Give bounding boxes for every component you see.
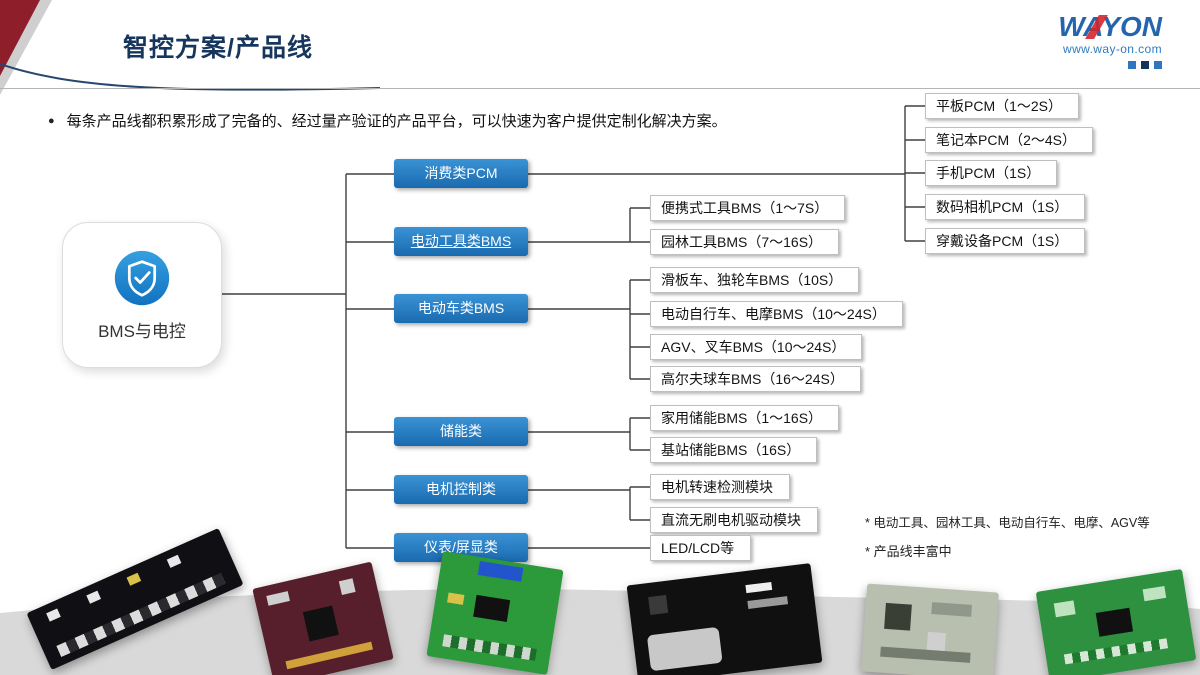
leaf-phone-pcm: 手机PCM（1S） xyxy=(925,160,1058,186)
leaf-garden-tool-bms: 园林工具BMS（7～16S） xyxy=(650,229,840,255)
btn-ev-bms: 电动车类BMS xyxy=(394,294,528,323)
pcb-component xyxy=(884,602,912,631)
pcb-component xyxy=(747,596,789,609)
pcb-component xyxy=(302,605,339,642)
leaf-ebike-bms: 电动自行车、电摩BMS（10～24S） xyxy=(650,301,903,327)
pcb-connector xyxy=(1063,638,1169,665)
leaf-led-lcd: LED/LCD等 xyxy=(650,535,752,561)
pcb-component xyxy=(338,578,356,595)
pcb-component xyxy=(126,572,142,586)
intro-line: ● 每条产品线都积累形成了完备的、经过量产验证的产品平台，可以快速为客户提供定制化… xyxy=(48,110,727,131)
logo-squares xyxy=(1058,61,1162,69)
pcb-component xyxy=(926,631,946,652)
pcb-connector xyxy=(477,561,524,582)
pcb-board-3 xyxy=(426,551,564,675)
btn-consumer-pcm: 消费类PCM xyxy=(394,159,528,188)
leaf-scooter-bms: 滑板车、独轮车BMS（10S） xyxy=(650,267,860,293)
root-node-bms: BMS与电控 xyxy=(62,222,222,368)
root-node-label: BMS与电控 xyxy=(98,321,186,341)
leaf-camera-pcm: 数码相机PCM（1S） xyxy=(925,194,1086,220)
pcb-board-5 xyxy=(861,583,999,675)
footnote-expanding: * 产品线丰富中 xyxy=(865,544,952,559)
square-icon xyxy=(1141,61,1149,69)
pcb-board-4 xyxy=(626,563,823,675)
pcb-component xyxy=(745,581,773,594)
pcb-component xyxy=(266,591,290,606)
pcb-component xyxy=(473,594,511,622)
btn-motor-control: 电机控制类 xyxy=(394,475,528,504)
pcb-component xyxy=(646,626,723,672)
pcb-connector xyxy=(442,634,537,661)
pcb-component xyxy=(447,592,465,605)
shield-check-icon xyxy=(114,250,170,305)
square-icon xyxy=(1154,61,1162,69)
leaf-motor-speed-module: 电机转速检测模块 xyxy=(650,474,790,500)
leaf-portable-tool-bms: 便携式工具BMS（1～7S） xyxy=(650,195,846,221)
square-icon xyxy=(1128,61,1136,69)
pcb-component xyxy=(86,590,101,604)
logo-website: www.way-on.com xyxy=(1063,42,1162,56)
leaf-wearable-pcm: 穿戴设备PCM（1S） xyxy=(925,228,1086,254)
logo-text: WAYON xyxy=(1058,11,1162,42)
pcb-component xyxy=(46,608,61,622)
leaf-tablet-pcm: 平板PCM（1～2S） xyxy=(925,93,1080,119)
pcb-connector xyxy=(880,646,971,663)
leaf-basestation-storage-bms: 基站储能BMS（16S） xyxy=(650,437,818,463)
btn-energy-storage: 储能类 xyxy=(394,417,528,446)
leaf-golfcart-bms: 高尔夫球车BMS（16～24S） xyxy=(650,366,861,392)
pcb-component xyxy=(166,554,182,568)
pcb-component xyxy=(1095,607,1134,637)
logo-block: WAYON www.way-on.com xyxy=(1058,12,1162,69)
leaf-bldc-driver-module: 直流无刷电机驱动模块 xyxy=(650,507,818,533)
intro-text: 每条产品线都积累形成了完备的、经过量产验证的产品平台，可以快速为客户提供定制化解… xyxy=(66,113,727,130)
btn-power-tool-bms: 电动工具类BMS xyxy=(394,227,528,256)
leaf-home-storage-bms: 家用储能BMS（1～16S） xyxy=(650,405,840,431)
pcb-component xyxy=(648,594,669,615)
header-divider xyxy=(0,88,1200,89)
pcb-board-2 xyxy=(252,561,394,675)
pcb-component xyxy=(1142,585,1167,602)
footnote-applications: * 电动工具、园林工具、电动自行车、电摩、AGV等 xyxy=(865,516,1150,530)
leaf-agv-forklift-bms: AGV、叉车BMS（10～24S） xyxy=(650,334,863,360)
page-title: 智控方案/产品线 xyxy=(123,34,313,62)
bullet-icon: ● xyxy=(48,115,55,127)
pcb-component xyxy=(931,602,972,617)
leaf-laptop-pcm: 笔记本PCM（2～4S） xyxy=(925,127,1094,153)
wayon-logo: WAYON xyxy=(1058,12,1162,42)
pcb-component xyxy=(285,641,373,670)
pcb-component xyxy=(1053,600,1076,618)
